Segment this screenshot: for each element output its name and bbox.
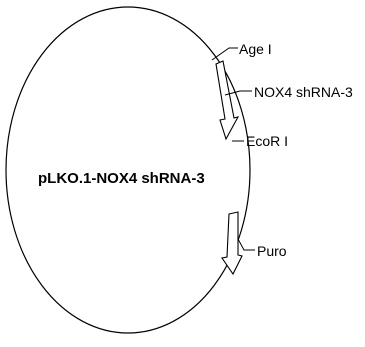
- age-i-label: Age I: [239, 41, 272, 57]
- age-i-leader-line: [211, 47, 238, 61]
- plasmid-backbone: [5, 6, 251, 334]
- ecor-i-label: EcoR I: [246, 133, 288, 149]
- shrna-label: NOX4 shRNA-3: [254, 84, 353, 100]
- shrna-insert-arrow: [215, 60, 240, 141]
- plasmid-name-label: pLKO.1-NOX4 shRNA-3: [38, 170, 205, 187]
- shrna-leader-line: [224, 90, 252, 96]
- puro-leader-line: [237, 238, 255, 251]
- puro-marker-arrow: [221, 211, 243, 276]
- puro-label: Puro: [257, 243, 287, 259]
